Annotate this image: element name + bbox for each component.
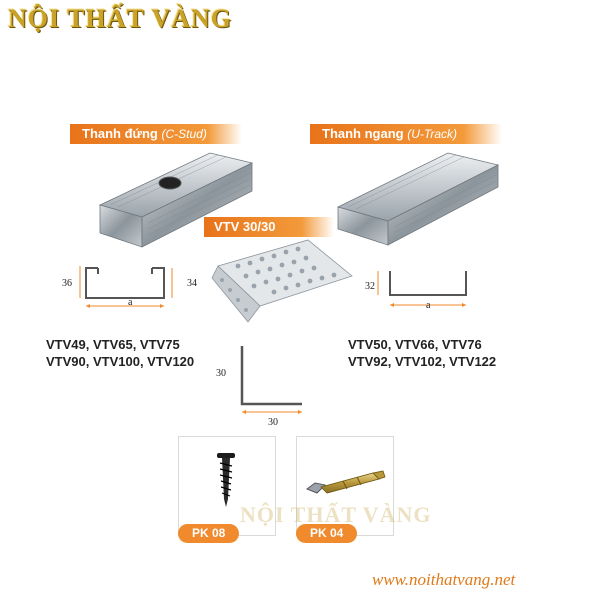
c-stud-subtitle: (C-Stud) xyxy=(161,127,207,141)
c-stud-section-diagram xyxy=(79,266,173,308)
angle-title-tag: VTV 30/30 xyxy=(204,217,334,237)
anchor-bolt-icon xyxy=(305,470,386,494)
u-track-model-line: VTV92, VTV102, VTV122 xyxy=(348,354,497,369)
watermark: NỘI THẤT VÀNG xyxy=(240,502,432,527)
c-stud-title-tag: Thanh đứng (C-Stud) xyxy=(70,124,242,144)
angle-dim-left: 30 xyxy=(216,368,226,379)
c-stud-model-line: VTV90, VTV100, VTV120 xyxy=(46,354,195,369)
angle-title: VTV 30/30 xyxy=(214,219,276,234)
u-track-title: Thanh ngang xyxy=(322,126,404,141)
accessory-card-pk08 xyxy=(178,436,276,536)
accessory-card-pk04 xyxy=(296,436,394,536)
c-stud-dim-left: 36 xyxy=(62,278,72,289)
u-track-dim-bottom: a xyxy=(426,300,431,311)
angle-section-diagram xyxy=(240,346,302,414)
brand-logo: NỘI THẤT VÀNG xyxy=(8,4,232,33)
u-track-title-tag: Thanh ngang (U-Track) xyxy=(310,124,502,144)
c-stud-title: Thanh đứng xyxy=(82,126,158,141)
c-stud-model-list: VTV49, VTV65, VTV75 VTV90, VTV100, VTV12… xyxy=(46,336,194,370)
angle-bead-image xyxy=(211,239,353,323)
c-stud-dim-right: 34 xyxy=(187,278,197,289)
u-track-section-diagram xyxy=(377,271,467,307)
accessory-label-pk04: PK 04 xyxy=(296,524,358,543)
u-track-model-list: VTV50, VTV66, VTV76 VTV92, VTV102, VTV12… xyxy=(348,336,496,370)
u-track-subtitle: (U-Track) xyxy=(407,127,457,141)
u-track-profile-image xyxy=(336,152,500,246)
c-stud-model-line: VTV49, VTV65, VTV75 xyxy=(46,337,180,352)
screw-icon xyxy=(217,453,235,507)
c-stud-profile-image xyxy=(98,152,254,248)
accessory-label-pk08: PK 08 xyxy=(178,524,240,543)
u-track-dim-left: 32 xyxy=(365,281,375,292)
c-stud-dim-bottom: a xyxy=(128,297,133,308)
angle-dim-bottom: 30 xyxy=(268,417,278,428)
website-link[interactable]: www.noithatvang.net xyxy=(372,570,516,589)
u-track-model-line: VTV50, VTV66, VTV76 xyxy=(348,337,482,352)
